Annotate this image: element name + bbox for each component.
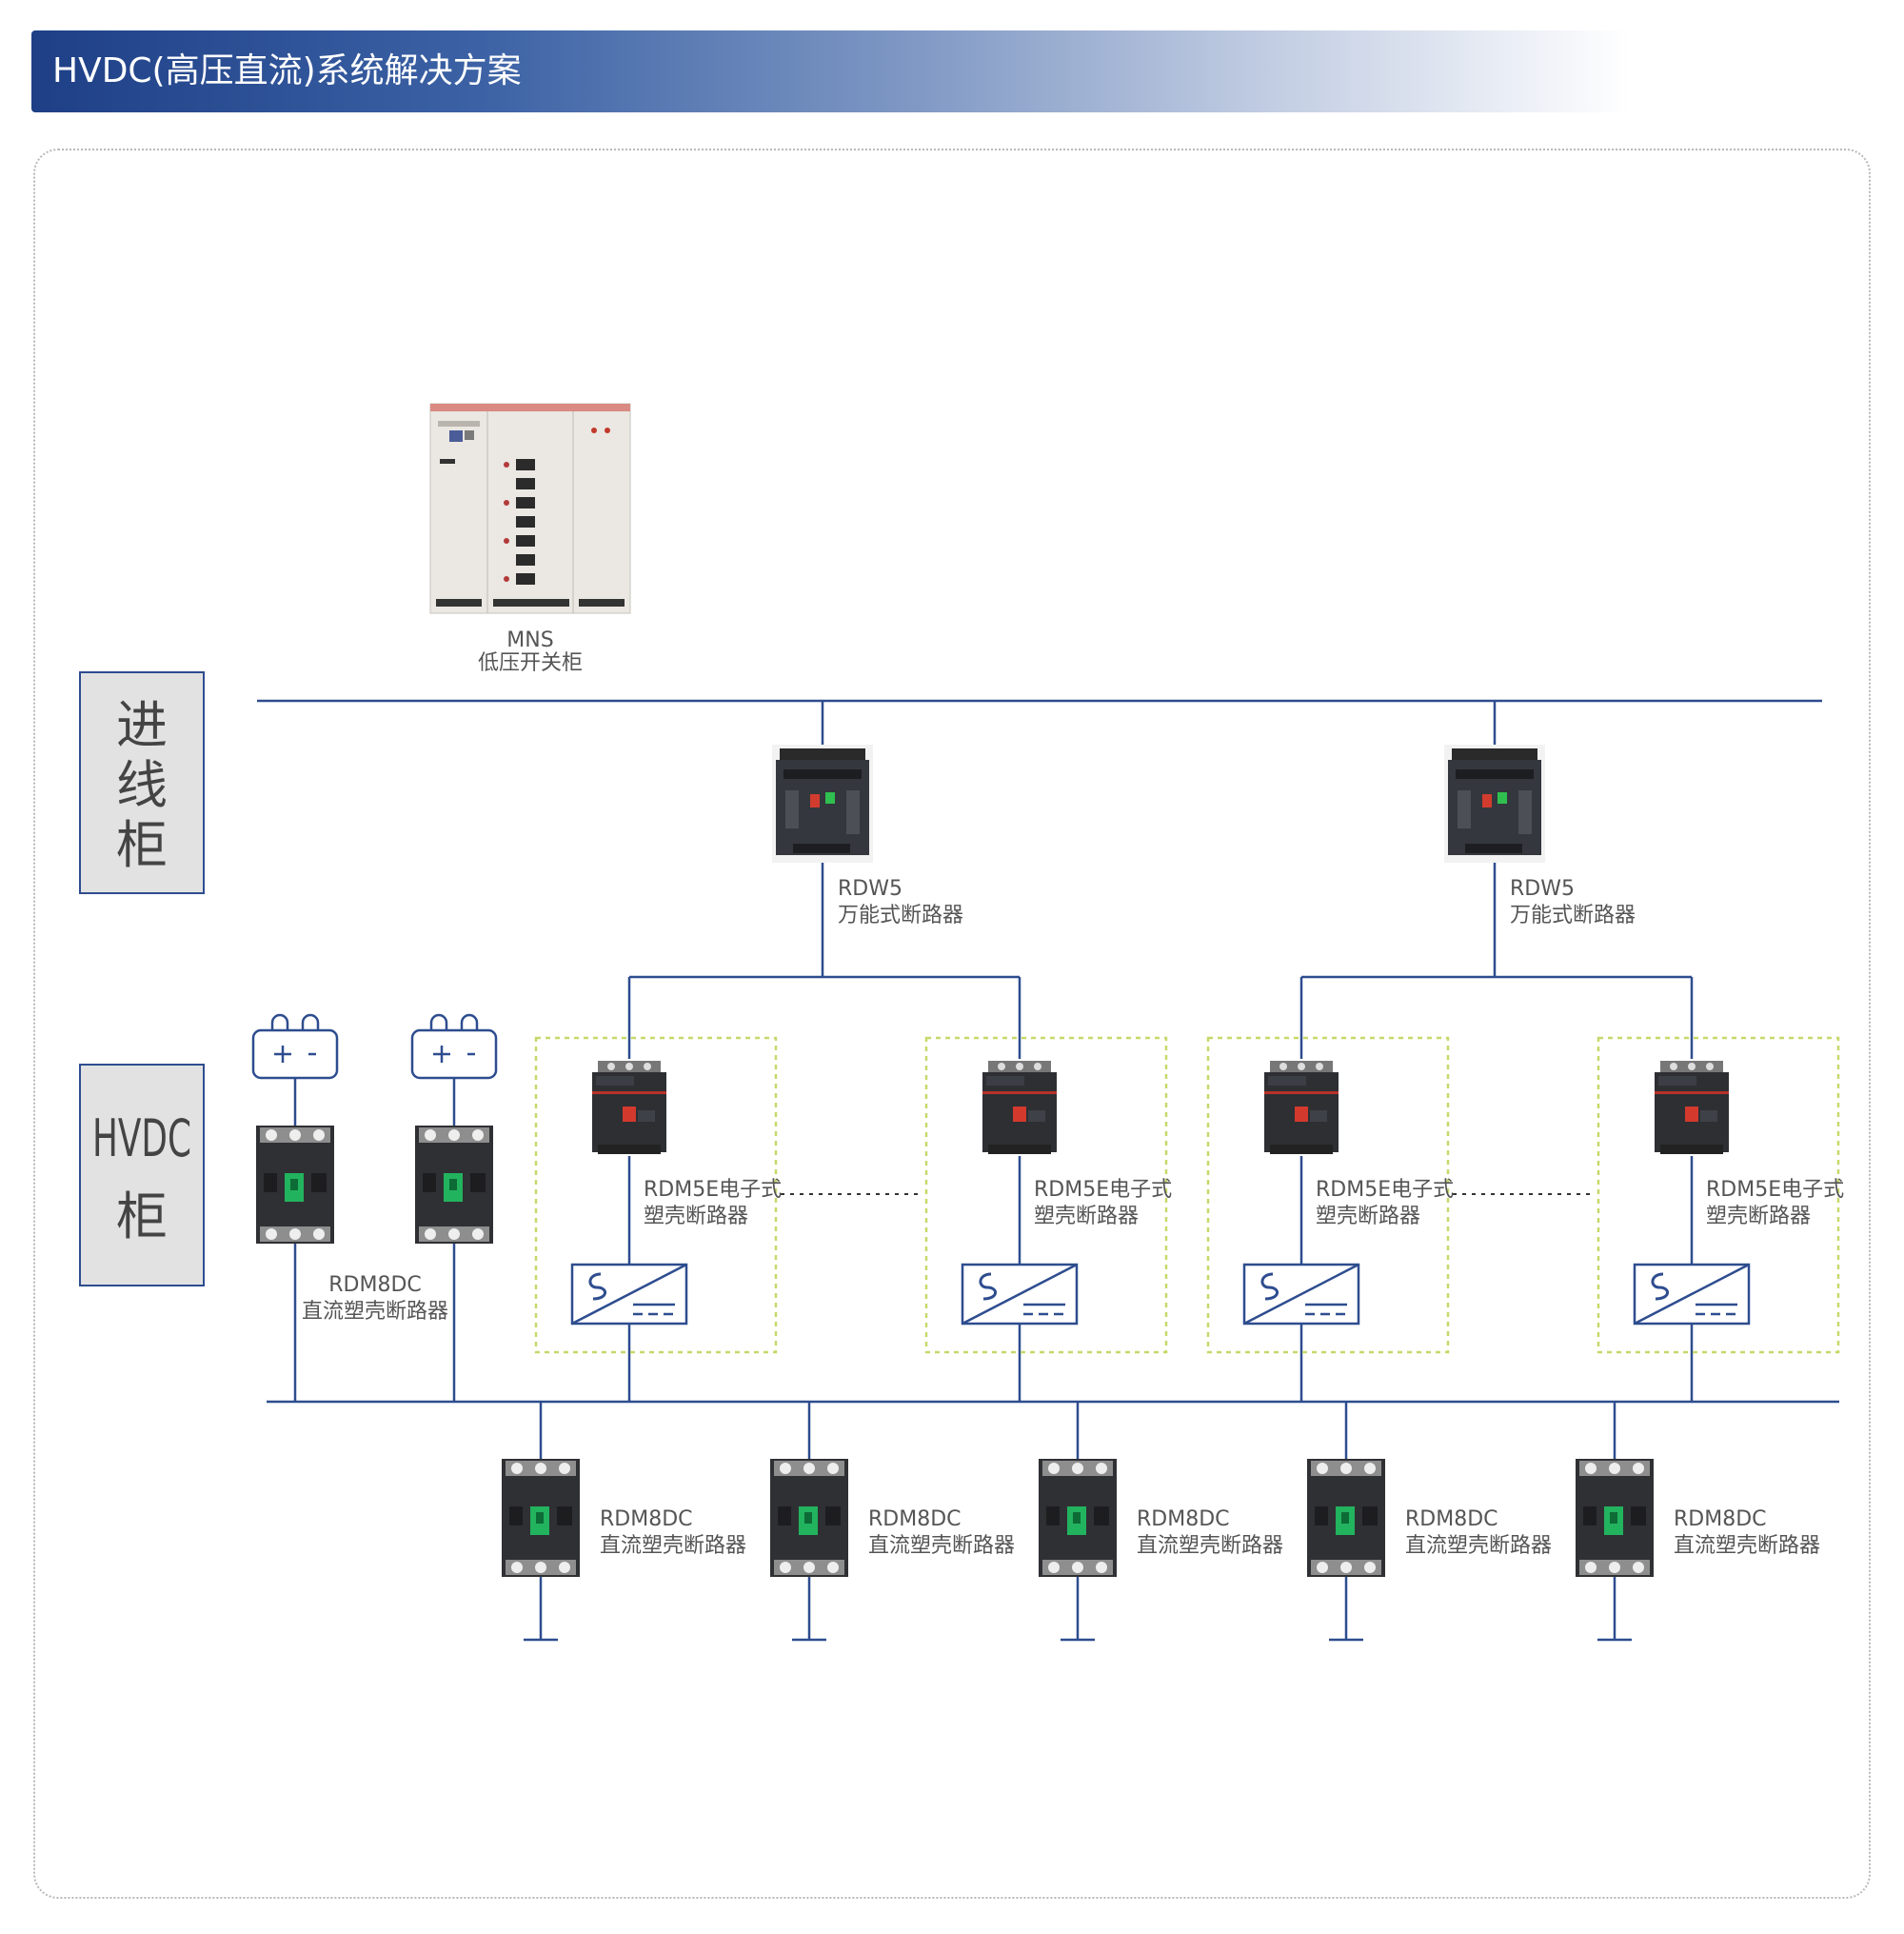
rectifier-icon (570, 1263, 688, 1326)
incoming-label-char-1: 进 (116, 695, 168, 755)
dc-breaker-name-label: 直流塑壳断路器 (600, 1534, 746, 1558)
title-banner: HVDC(高压直流)系统解决方案 (31, 30, 1631, 112)
diagram-frame (33, 149, 1871, 1899)
mccb-name-label: 塑壳断路器 (1034, 1205, 1139, 1228)
acb-name-label: 万能式断路器 (838, 904, 963, 927)
air-circuit-breaker-image (772, 745, 873, 863)
incoming-label-char-3: 柜 (116, 815, 168, 875)
mccb-model-label: RDM5E电子式 (644, 1178, 782, 1202)
dc-breaker-image (256, 1126, 334, 1244)
battery-icon (251, 1013, 339, 1080)
page-title: HVDC(高压直流)系统解决方案 (52, 51, 522, 90)
wiring (257, 699, 1839, 1640)
dc-breaker-model-label: RDM8DC (1405, 1507, 1498, 1531)
battery-icon (410, 1013, 498, 1080)
incoming-cabinet-label-box: 进 线 柜 (79, 671, 205, 894)
dc-breaker-name-label: 直流塑壳断路器 (868, 1534, 1015, 1558)
hvdc-cabinet-label-box: HVDC 柜 (79, 1064, 205, 1286)
mccb-name-label: 塑壳断路器 (644, 1205, 748, 1228)
rectifier-icon (1633, 1263, 1751, 1326)
molded-case-breaker-image (592, 1061, 666, 1154)
mccb-model-label: RDM5E电子式 (1706, 1178, 1844, 1202)
cabinet-model-label: MNS (506, 628, 553, 652)
dc-breaker-model-label: RDM8DC (1137, 1507, 1230, 1531)
dc-breaker-model-label: RDM8DC (868, 1507, 962, 1531)
molded-case-breaker-image (1655, 1061, 1729, 1154)
dc-breaker-image (502, 1459, 580, 1577)
hvdc-label-line-2: 柜 (116, 1186, 168, 1246)
dc-breaker-name-label: 直流塑壳断路器 (1137, 1534, 1283, 1558)
mccb-model-label: RDM5E电子式 (1316, 1178, 1454, 1202)
rectifier-icon (1242, 1263, 1360, 1326)
dc-breaker-image (415, 1126, 493, 1244)
air-circuit-breaker-image (1444, 745, 1545, 863)
acb-name-label: 万能式断路器 (1510, 904, 1636, 927)
dc-breaker-image (1039, 1459, 1117, 1577)
dc-breaker-model-label: RDM8DC (1674, 1507, 1767, 1531)
dc-breaker-name-label: 直流塑壳断路器 (1405, 1534, 1552, 1558)
mccb-model-label: RDM5E电子式 (1034, 1178, 1172, 1202)
dc-breaker-name-label: 直流塑壳断路器 (302, 1300, 448, 1324)
switchgear-cabinet-image (429, 403, 631, 614)
acb-model-label: RDW5 (838, 877, 902, 901)
dc-breaker-model-label: RDM8DC (328, 1273, 422, 1297)
dc-breaker-image (1307, 1459, 1385, 1577)
acb-model-label: RDW5 (1510, 877, 1575, 901)
mccb-name-label: 塑壳断路器 (1706, 1205, 1811, 1228)
hvdc-label-line-1: HVDC (92, 1108, 191, 1168)
mccb-name-label: 塑壳断路器 (1316, 1205, 1420, 1228)
dc-breaker-name-label: 直流塑壳断路器 (1674, 1534, 1820, 1558)
incoming-label-char-2: 线 (116, 755, 168, 815)
dc-breaker-image (770, 1459, 848, 1577)
cabinet-name-label: 低压开关柜 (478, 651, 583, 675)
molded-case-breaker-image (982, 1061, 1057, 1154)
dc-breaker-image (1576, 1459, 1654, 1577)
molded-case-breaker-image (1264, 1061, 1339, 1154)
rectifier-icon (961, 1263, 1079, 1326)
dc-breaker-model-label: RDM8DC (600, 1507, 693, 1531)
